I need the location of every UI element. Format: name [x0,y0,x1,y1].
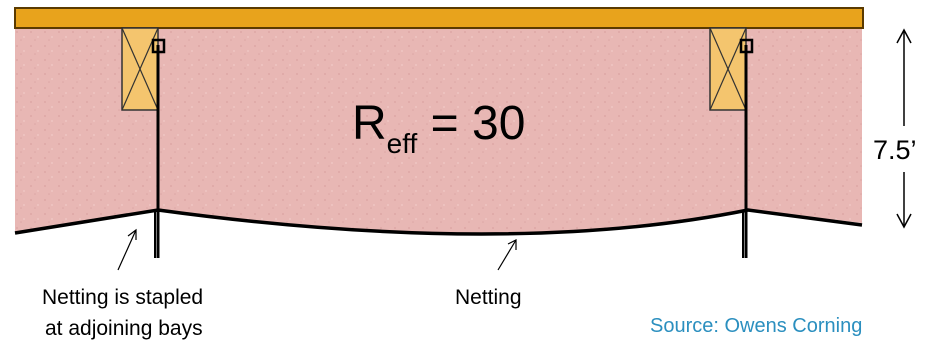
r-equals-value: = 30 [430,97,526,150]
height-label: 7.5’ [873,135,917,165]
stapled-label-line2: at adjoining bays [45,317,203,340]
netting-label: Netting [455,286,522,309]
stapled-callout-leader [117,229,137,271]
netting-callout-leader [497,239,517,271]
left-support [151,38,166,258]
r-value-label: Reff = 30 [352,100,525,158]
stapled-label-line1: Netting is stapled [42,286,204,309]
height-dimension-arrow [896,28,912,229]
right-support [739,38,754,258]
source-credit: Source: Owens Corning [650,315,863,337]
roof-deck [14,7,864,29]
r-symbol: R [352,97,387,150]
insulation-fill [15,25,862,234]
netting-line [14,208,863,236]
r-subscript: eff [386,128,418,159]
